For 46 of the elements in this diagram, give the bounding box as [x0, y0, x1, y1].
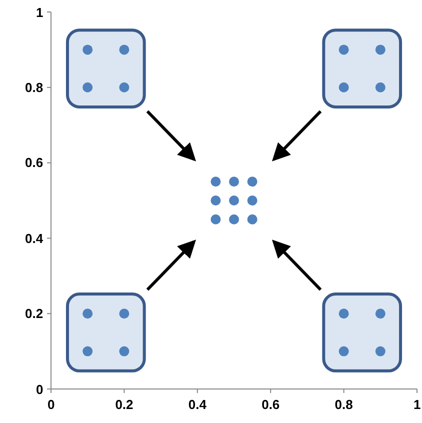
- dot-cluster: [210, 176, 258, 224]
- tick-label: 1: [414, 397, 421, 412]
- point: [375, 44, 386, 55]
- point: [338, 308, 349, 319]
- point: [119, 346, 130, 356]
- tick-label: 0.2: [25, 306, 44, 322]
- point: [375, 82, 386, 92]
- point: [210, 196, 221, 206]
- point: [375, 346, 386, 356]
- arrow: [146, 240, 196, 291]
- point: [247, 196, 258, 206]
- point: [375, 308, 386, 319]
- point: [338, 82, 349, 92]
- point: [82, 308, 93, 319]
- rounded-box: [322, 28, 402, 108]
- point: [82, 44, 93, 55]
- tick-label: 0.8: [25, 80, 44, 95]
- point: [82, 82, 93, 92]
- point: [119, 82, 130, 92]
- rounded-box: [66, 292, 146, 372]
- point: [338, 44, 349, 55]
- point: [229, 176, 239, 187]
- point: [119, 44, 130, 55]
- tick-label: 0.2: [115, 397, 134, 412]
- rounded-box: [66, 28, 146, 108]
- point: [247, 176, 258, 187]
- tick-label: 0.4: [25, 230, 44, 246]
- arrow: [272, 240, 322, 291]
- point: [210, 176, 221, 187]
- arrow: [146, 110, 196, 162]
- point: [338, 346, 349, 356]
- point: [229, 196, 239, 206]
- tick-label: 0.4: [188, 397, 206, 412]
- point: [247, 214, 258, 224]
- tick-label: 1: [36, 4, 44, 20]
- tick-label: 0: [48, 397, 55, 412]
- tick-label: 0: [36, 382, 44, 396]
- tick-label: 0.6: [262, 397, 280, 412]
- rounded-box: [322, 292, 402, 372]
- point: [119, 308, 130, 319]
- arrow: [272, 110, 322, 162]
- point: [210, 214, 221, 224]
- point: [82, 346, 93, 356]
- point: [229, 214, 239, 224]
- tick-label: 0.8: [334, 397, 353, 412]
- tick-label: 0.6: [25, 155, 44, 170]
